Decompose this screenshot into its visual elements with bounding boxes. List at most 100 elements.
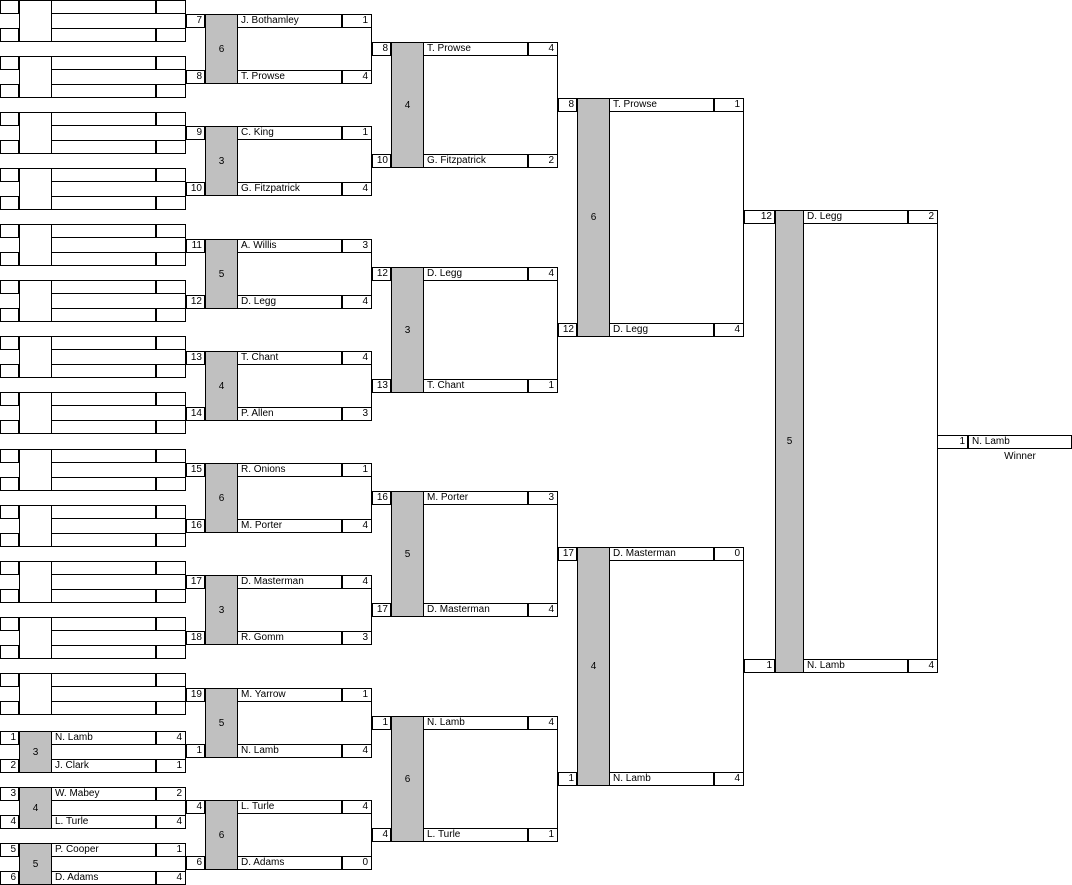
connector-line [557,280,558,380]
game-number-box: 5 [391,491,424,617]
connector-line [743,111,744,324]
empty-slot-bottom-name [51,477,156,491]
empty-slot-top-score [156,561,186,575]
player-top-seed: 3 [0,787,19,801]
connector-line [371,813,372,857]
player-top-seed: 17 [186,575,205,589]
empty-slot-bottom-seed [0,252,19,266]
empty-slot-top-name [51,673,156,687]
connector-line [185,462,186,478]
player-top-seed: 11 [186,239,205,253]
player-bottom-seed: 6 [0,871,19,885]
player-top-seed: 1 [0,731,19,745]
player-bottom-name: D. Masterman [423,603,528,617]
empty-slot-top-seed [0,673,19,687]
empty-game-box [19,561,52,603]
game-number-box: 6 [205,800,238,870]
empty-slot-bottom-name [51,364,156,378]
empty-slot-bottom-name [51,196,156,210]
connector-line [185,686,186,702]
empty-slot-top-score [156,392,186,406]
game-number-box: 5 [19,843,52,885]
player-bottom-score: 4 [342,744,372,758]
empty-slot-bottom-seed [0,84,19,98]
empty-slot-bottom-score [156,308,186,322]
empty-slot-bottom-name [51,533,156,547]
connector-line [937,223,938,660]
game-number-box: 5 [205,688,238,758]
game-number-box: 6 [205,14,238,84]
player-top-seed: 16 [372,491,391,505]
connector-line [371,252,372,296]
empty-slot-top-score [156,280,186,294]
player-bottom-score: 4 [714,323,744,337]
player-bottom-seed: 2 [0,759,19,773]
game-number-box: 4 [391,42,424,168]
empty-slot-bottom-name [51,645,156,659]
game-number-box: 3 [205,126,238,196]
empty-game-box [19,392,52,434]
player-top-seed: 8 [372,42,391,56]
connector-line [371,364,372,408]
empty-slot-top-name [51,561,156,575]
connector-line [371,476,372,520]
game-number-box: 6 [205,463,238,533]
empty-slot-top-seed [0,168,19,182]
empty-slot-top-seed [0,392,19,406]
empty-slot-top-score [156,449,186,463]
player-bottom-score: 4 [156,871,186,885]
player-top-name: R. Onions [237,463,342,477]
connector-line [185,349,186,365]
empty-slot-bottom-seed [0,533,19,547]
empty-slot-top-name [51,112,156,126]
player-bottom-score: 2 [528,154,558,168]
player-bottom-name: T. Prowse [237,70,342,84]
empty-game-box [19,0,52,42]
empty-slot-bottom-score [156,533,186,547]
empty-slot-bottom-name [51,84,156,98]
empty-slot-top-seed [0,449,19,463]
empty-slot-top-score [156,56,186,70]
empty-slot-top-name [51,280,156,294]
empty-slot-top-seed [0,224,19,238]
player-bottom-score: 1 [528,379,558,393]
empty-slot-top-score [156,617,186,631]
empty-slot-bottom-seed [0,645,19,659]
player-bottom-name: N. Lamb [609,772,714,786]
empty-slot-top-seed [0,561,19,575]
empty-slot-bottom-name [51,308,156,322]
connector-line [185,574,186,590]
player-top-score: 1 [156,843,186,857]
empty-slot-bottom-score [156,364,186,378]
empty-game-box [19,336,52,378]
empty-slot-top-seed [0,0,19,14]
player-top-seed: 7 [186,14,205,28]
empty-slot-top-name [51,392,156,406]
player-top-name: D. Legg [803,210,908,224]
player-top-name: P. Cooper [51,843,156,857]
connector-line [371,27,372,71]
empty-slot-top-name [51,224,156,238]
empty-slot-bottom-seed [0,140,19,154]
empty-slot-top-score [156,224,186,238]
game-number-box: 5 [775,210,804,673]
player-top-name: L. Turle [237,800,342,814]
empty-slot-top-name [51,617,156,631]
player-top-name: M. Yarrow [237,688,342,702]
player-bottom-score: 4 [908,659,938,673]
empty-game-box [19,673,52,715]
empty-slot-bottom-seed [0,364,19,378]
game-number-box: 6 [391,716,424,842]
empty-slot-top-score [156,336,186,350]
player-top-score: 1 [714,98,744,112]
empty-slot-top-name [51,449,156,463]
empty-game-box [19,224,52,266]
connector-line [185,856,186,872]
empty-slot-top-seed [0,56,19,70]
empty-game-box [19,280,52,322]
empty-game-box [19,168,52,210]
player-top-name: T. Prowse [423,42,528,56]
player-bottom-name: T. Chant [423,379,528,393]
player-bottom-seed: 13 [372,379,391,393]
empty-slot-bottom-name [51,140,156,154]
